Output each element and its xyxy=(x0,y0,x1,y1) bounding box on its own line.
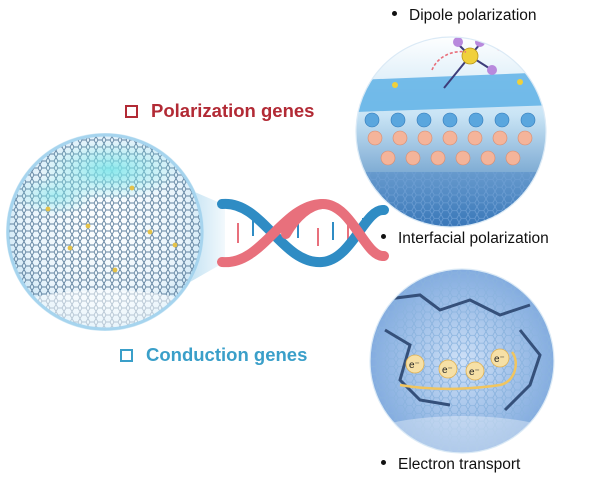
bullet-dot xyxy=(392,11,397,17)
electron-label: e⁻ xyxy=(442,365,453,376)
dipole-text: Dipole polarization xyxy=(409,7,537,24)
dipole-polarization-label: Dipole polarization xyxy=(392,7,537,25)
polarization-circle xyxy=(355,36,547,228)
conduction-genes-label: Conduction genes xyxy=(120,344,307,366)
bullet-dot xyxy=(381,234,386,240)
bullet-dot xyxy=(381,460,386,466)
polarization-genes-label: Polarization genes xyxy=(125,100,314,122)
polarization-genes-text: Polarization genes xyxy=(151,100,315,121)
checkbox-square-icon xyxy=(125,104,138,118)
conduction-genes-text: Conduction genes xyxy=(146,344,308,365)
checkbox-square-icon xyxy=(120,348,133,362)
electron-transport-circle: e⁻ e⁻ e⁻ e⁻ xyxy=(369,268,555,454)
electron-text: Electron transport xyxy=(398,456,521,473)
dna-helix-icon xyxy=(217,198,389,268)
graphene-network-circle xyxy=(6,133,204,331)
electron-label: e⁻ xyxy=(494,354,505,365)
electron-icons xyxy=(405,348,510,381)
electron-transport-label: Electron transport xyxy=(381,456,520,474)
interfacial-polarization-label: Interfacial polarization xyxy=(381,230,549,248)
electron-label: e⁻ xyxy=(409,360,420,371)
interfacial-text: Interfacial polarization xyxy=(398,230,549,247)
electron-label: e⁻ xyxy=(469,367,480,378)
